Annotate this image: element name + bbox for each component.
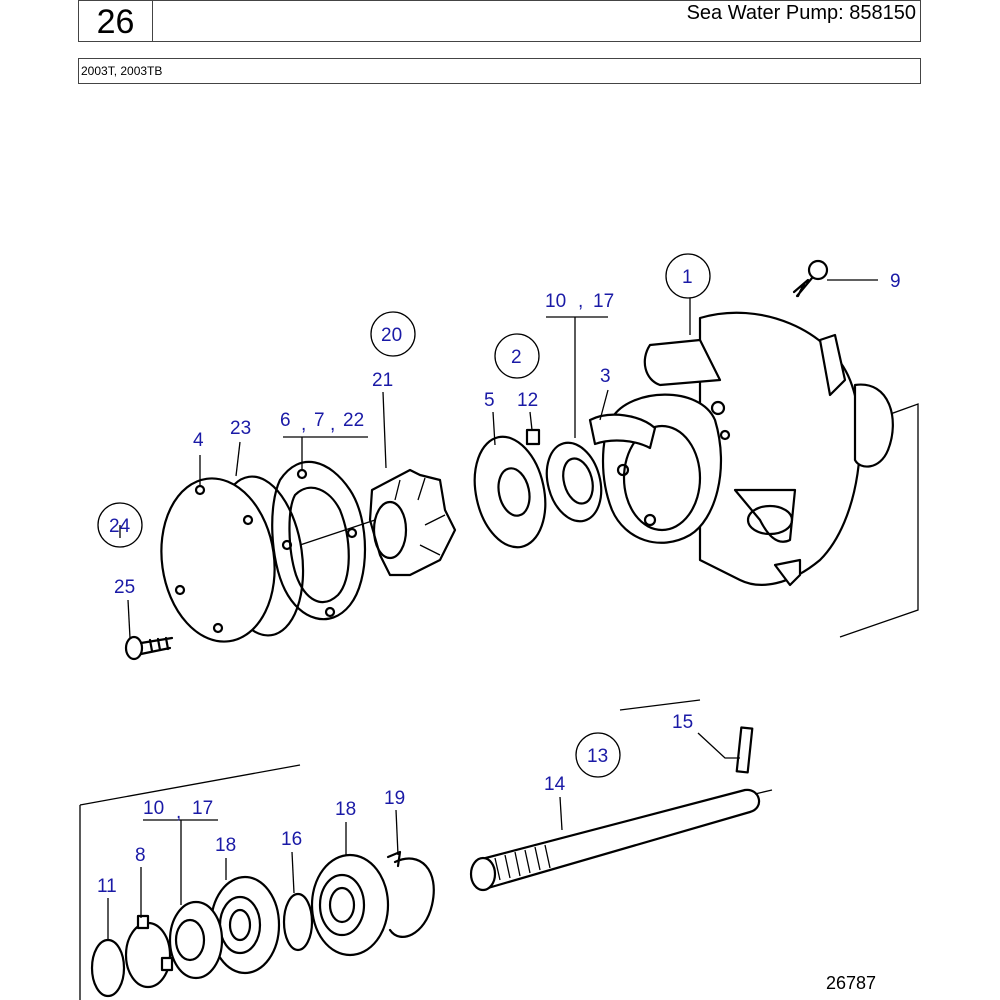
screw-25[interactable] xyxy=(124,635,174,661)
callout-13: 13 xyxy=(587,746,608,767)
screw-9[interactable] xyxy=(792,259,829,298)
callout-comma-upper: , xyxy=(578,291,583,312)
callout-22: 22 xyxy=(343,410,364,431)
callout-comma-lower: , xyxy=(176,802,181,823)
leader-lines xyxy=(107,279,878,940)
pump-housing[interactable] xyxy=(601,311,894,587)
callout-15: 15 xyxy=(672,712,693,733)
o-ring-11[interactable] xyxy=(90,938,126,998)
callout-4: 4 xyxy=(193,430,204,451)
figure-number: 26787 xyxy=(826,973,877,993)
callout-17-upper: 17 xyxy=(593,291,614,312)
callout-8: 8 xyxy=(135,845,146,866)
model-applicability: 2003T, 2003TB xyxy=(78,58,921,84)
callout-6: 6 xyxy=(280,410,291,431)
callout-18-lower: 18 xyxy=(215,835,236,856)
callout-2: 2 xyxy=(511,347,522,368)
callout-1: 1 xyxy=(682,267,693,288)
cam[interactable] xyxy=(588,413,657,450)
header-bar: 26 Sea Water Pump: 858150 xyxy=(78,0,921,42)
pin-12[interactable] xyxy=(525,428,541,446)
callout-3: 3 xyxy=(600,366,611,387)
callout-labels: 1 9 10 , 17 2 3 20 21 5 12 6 , 7 , 22 4 … xyxy=(97,267,901,897)
callout-circles xyxy=(97,253,711,778)
seal-lower[interactable] xyxy=(168,900,224,980)
gasket[interactable] xyxy=(271,460,367,621)
seal-upper[interactable] xyxy=(539,437,610,528)
shaft[interactable] xyxy=(469,788,773,892)
callout-12: 12 xyxy=(517,390,538,411)
callout-10-lower: 10 xyxy=(143,798,164,819)
section-number: 26 xyxy=(79,1,153,41)
pin-15[interactable] xyxy=(735,726,754,774)
circlip[interactable] xyxy=(386,850,435,938)
callout-10-upper: 10 xyxy=(545,291,566,312)
bearing-upper[interactable] xyxy=(310,853,390,957)
callout-19: 19 xyxy=(384,788,405,809)
callout-16: 16 xyxy=(281,829,302,850)
impeller[interactable] xyxy=(368,468,457,577)
callout-11: 11 xyxy=(97,876,117,897)
wear-plate[interactable] xyxy=(465,430,555,554)
ring-16[interactable] xyxy=(282,892,314,952)
callout-9: 9 xyxy=(890,271,901,292)
callout-comma-7: , xyxy=(330,414,335,435)
bearing-lower[interactable] xyxy=(209,875,281,975)
callout-comma-6: , xyxy=(301,414,306,435)
callout-14: 14 xyxy=(544,774,566,795)
callout-17-lower: 17 xyxy=(192,798,213,819)
callout-21: 21 xyxy=(372,370,393,391)
callout-24: 24 xyxy=(109,516,131,537)
carrier-8[interactable] xyxy=(124,914,174,989)
callout-7: 7 xyxy=(314,410,325,431)
cover[interactable] xyxy=(151,471,285,649)
page-title: Sea Water Pump: 858150 xyxy=(686,2,916,24)
callout-25: 25 xyxy=(114,577,135,598)
callout-18-upper: 18 xyxy=(335,799,356,820)
callout-20: 20 xyxy=(381,325,402,346)
callout-23: 23 xyxy=(230,418,251,439)
callout-5: 5 xyxy=(484,390,495,411)
